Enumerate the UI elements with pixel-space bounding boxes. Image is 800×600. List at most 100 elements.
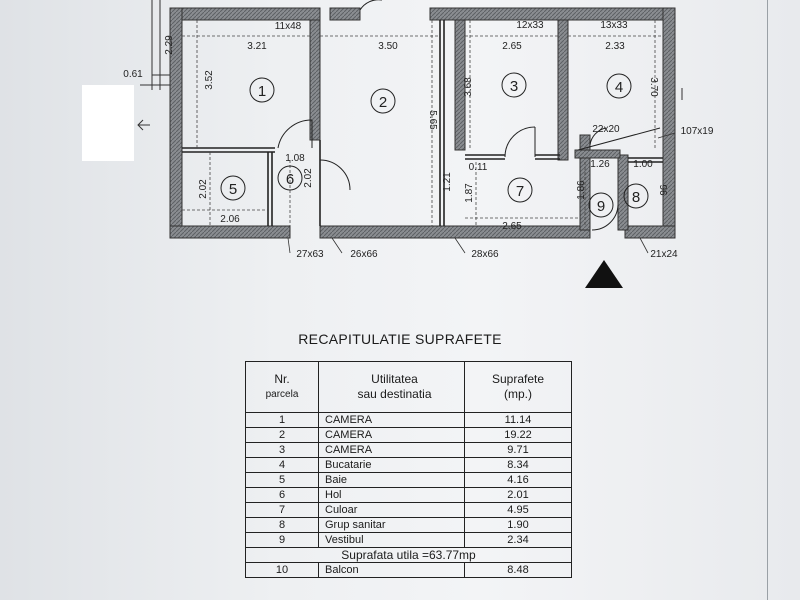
header-supr-line1: Suprafete <box>491 372 545 386</box>
cell-name: Balcon <box>318 562 465 578</box>
dim-label: 2.33 <box>605 41 625 52</box>
header-util-line2: sau destinatia <box>357 387 432 401</box>
cell-nr: 1 <box>245 412 319 428</box>
cell-area: 4.95 <box>464 502 572 518</box>
dim-label: 26x66 <box>350 249 378 260</box>
header-supr-line2: (mp.) <box>504 387 532 401</box>
header-util-line1: Utilitatea <box>371 372 418 386</box>
cell-area: 9.71 <box>464 442 572 458</box>
table-header-row: Nr. parcela Utilitatea sau destinatia Su… <box>245 361 572 413</box>
room-number-5: 5 <box>229 181 237 198</box>
dim-label: 5.65 <box>427 110 438 130</box>
cell-name: CAMERA <box>318 442 465 458</box>
dim-label: 2.29 <box>164 35 175 55</box>
dim-label: 21x24 <box>650 249 678 260</box>
cell-name: Vestibul <box>318 532 465 548</box>
dimension-lines <box>182 20 663 226</box>
cell-name: CAMERA <box>318 412 465 428</box>
room-markers <box>220 72 649 218</box>
page-edge-line <box>767 0 768 600</box>
cell-area: 1.90 <box>464 517 572 533</box>
dim-label: 1.86 <box>576 180 587 200</box>
summary-title: RECAPITULATIE SUPRAFETE <box>298 331 502 347</box>
cell-name: Grup sanitar <box>318 517 465 533</box>
cell-name: CAMERA <box>318 427 465 443</box>
outer-walls <box>169 7 676 239</box>
room-number-3: 3 <box>510 78 518 95</box>
room-number-2: 2 <box>379 94 387 111</box>
cell-area: 4.16 <box>464 472 572 488</box>
dim-label: 2.06 <box>220 214 240 225</box>
exterior-lines <box>137 0 683 131</box>
cell-nr: 3 <box>245 442 319 458</box>
total-row: Suprafata utila =63.77mp <box>245 547 572 563</box>
total-useful-area: Suprafata utila =63.77mp <box>245 547 572 563</box>
dim-label: 2.02 <box>198 179 209 199</box>
cell-nr: 6 <box>245 487 319 503</box>
dim-label: 0.11 <box>469 162 488 173</box>
cell-name: Bucatarie <box>318 457 465 473</box>
entrance-triangle-icon <box>585 260 623 288</box>
dim-label: 1.21 <box>442 172 453 192</box>
cell-nr: 4 <box>245 457 319 473</box>
leader-lines <box>287 132 676 254</box>
dim-label: 28x66 <box>471 249 499 260</box>
cell-nr: 7 <box>245 502 319 518</box>
dim-label: 3.50 <box>378 41 398 52</box>
room-number-9: 9 <box>597 198 605 215</box>
cell-nr: 2 <box>245 427 319 443</box>
dim-label: 11x48 <box>275 21 302 32</box>
dim-label: 2.65 <box>502 41 522 52</box>
header-nr: Nr. parcela <box>245 361 319 413</box>
dim-label: 12x33 <box>516 20 544 31</box>
dim-label: 1.26 <box>590 159 610 170</box>
dim-label: 3.70 <box>648 77 659 97</box>
cell-area: 2.01 <box>464 487 572 503</box>
dim-label: 3.52 <box>204 70 215 90</box>
cell-nr: 5 <box>245 472 319 488</box>
cell-name: Hol <box>318 487 465 503</box>
summary-table: Nr. parcela Utilitatea sau destinatia Su… <box>245 361 572 578</box>
cell-area: 2.34 <box>464 532 572 548</box>
cell-area: 8.48 <box>464 562 572 578</box>
header-utilitatea: Utilitatea sau destinatia <box>318 361 465 413</box>
redaction-patch <box>82 85 134 161</box>
cell-nr: 9 <box>245 532 319 548</box>
dim-label: 107x19 <box>681 126 714 137</box>
dim-label: 27x63 <box>296 249 324 260</box>
dim-label: 2.02 <box>303 168 314 188</box>
cell-name: Baie <box>318 472 465 488</box>
interior-partitions <box>182 20 663 226</box>
dim-label: 0.61 <box>123 69 143 80</box>
dim-label: 96 <box>657 184 668 196</box>
cell-area: 8.34 <box>464 457 572 473</box>
dim-label: 3.68 <box>463 77 474 97</box>
dim-label: 2.65 <box>502 221 522 232</box>
room-number-4: 4 <box>615 79 623 96</box>
cell-name: Culoar <box>318 502 465 518</box>
dim-label: 13x33 <box>600 20 628 31</box>
dim-label: 22x20 <box>592 124 620 135</box>
door-swings <box>277 0 661 231</box>
header-suprafete: Suprafete (mp.) <box>464 361 572 413</box>
cell-nr: 10 <box>245 562 319 578</box>
room-number-6: 6 <box>286 171 294 188</box>
room-number-1: 1 <box>258 83 266 100</box>
dim-label: 1.08 <box>285 153 305 164</box>
cell-nr: 8 <box>245 517 319 533</box>
header-nr-label: Nr. <box>274 372 290 386</box>
dim-label: 1.87 <box>464 183 475 203</box>
dim-label: 1.00 <box>633 159 653 170</box>
room-number-7: 7 <box>516 183 524 200</box>
header-nr-sub: parcela <box>265 389 299 400</box>
